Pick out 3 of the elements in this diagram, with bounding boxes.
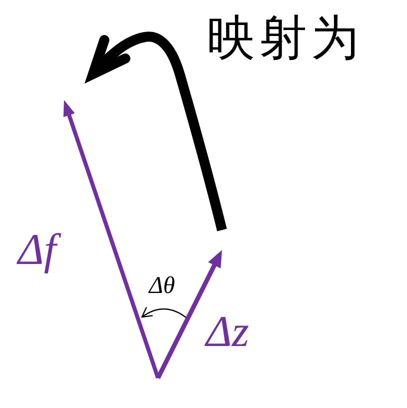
vector-label: Δz bbox=[204, 306, 250, 358]
vector-label: Δf bbox=[11, 224, 64, 280]
angle-arc-arrow bbox=[141, 307, 188, 320]
